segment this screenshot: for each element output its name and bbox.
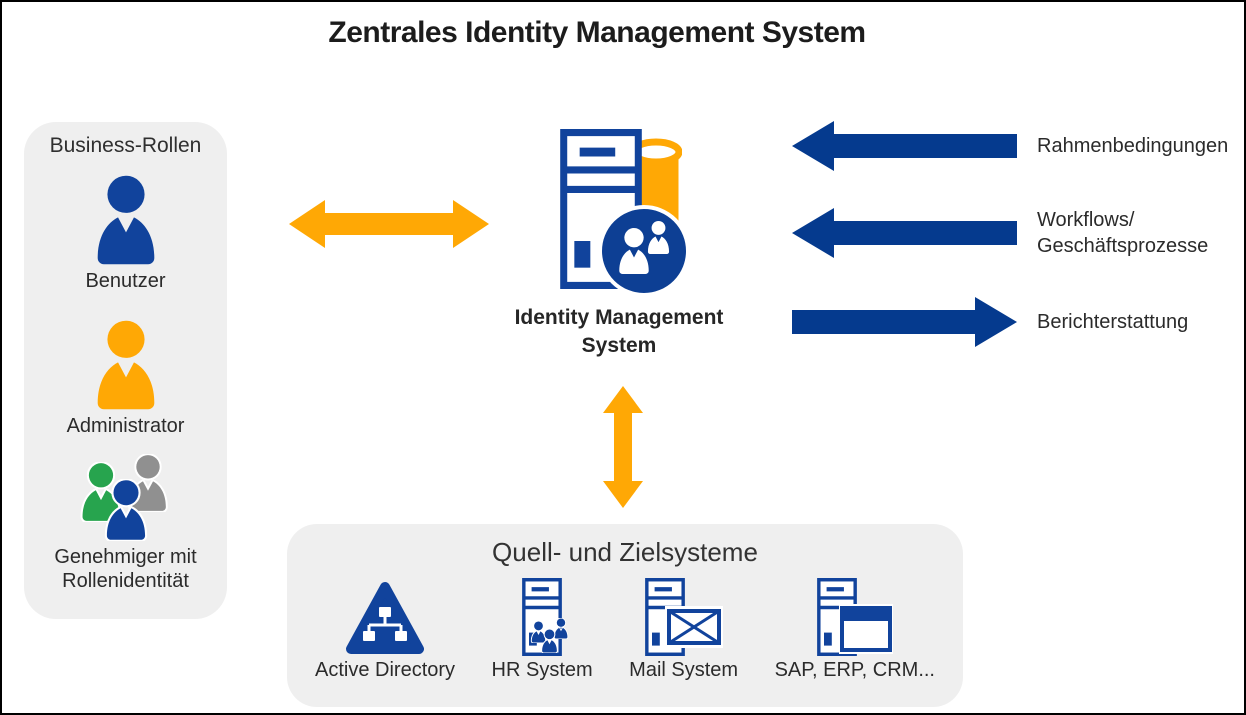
- system-label: HR System: [491, 659, 593, 681]
- system-label: SAP, ERP, CRM...: [774, 659, 935, 681]
- system-item-mail: Mail System: [629, 576, 738, 682]
- role-administrator: Administrator: [66, 319, 185, 438]
- system-item-sap-erp-crm: SAP, ERP, CRM...: [775, 576, 935, 682]
- role-benutzer: Benutzer: [81, 174, 171, 293]
- hr-people-icon: [530, 618, 569, 653]
- role-genehmiger: Genehmiger mit Rollenidentität: [36, 454, 216, 593]
- ims-label-line1: Identity Management: [514, 306, 724, 329]
- arrow-left-icon: [792, 208, 1017, 258]
- bidirectional-arrow-icon: [289, 200, 489, 248]
- user-icon: [81, 174, 171, 266]
- system-label: Active Directory: [315, 659, 456, 681]
- identity-users-circle-icon: [598, 205, 690, 297]
- page-title: Zentrales Identity Management System: [328, 16, 866, 49]
- business-roles-panel: Business-Rollen Benutzer Administrator G…: [24, 122, 227, 619]
- ims-label: Identity Management System: [464, 304, 774, 360]
- role-label: Genehmiger mit Rollenidentität: [54, 546, 197, 592]
- arrow-right-icon: [792, 297, 1017, 347]
- system-item-active-directory: Active Directory: [315, 576, 455, 682]
- ims-label-line2: System: [581, 334, 657, 357]
- app-window-icon: [838, 604, 893, 654]
- approver-group-icon: [70, 454, 168, 542]
- system-item-hr: HR System: [492, 576, 593, 682]
- arrow-left-icon: [792, 121, 1017, 171]
- admin-user-icon: [81, 319, 171, 411]
- systems-row: Active Directory HR System: [287, 576, 963, 682]
- bidirectional-vertical-arrow-icon: [603, 386, 643, 508]
- systems-title: Quell- und Zielsysteme: [492, 537, 758, 567]
- role-label: Benutzer: [85, 270, 166, 292]
- flow-label-workflows: Workflows/ Geschäftsprozesse: [1037, 207, 1208, 259]
- flow-label-line1: Workflows/: [1037, 209, 1135, 231]
- active-directory-icon: [346, 582, 425, 654]
- flow-label-berichterstattung: Berichterstattung: [1037, 311, 1189, 333]
- envelope-icon: [664, 606, 723, 648]
- system-label: Mail System: [629, 659, 739, 681]
- flow-label-rahmenbedingungen: Rahmenbedingungen: [1037, 135, 1229, 157]
- role-label: Administrator: [66, 415, 185, 437]
- flow-label-line2: Geschäftsprozesse: [1037, 235, 1209, 257]
- source-target-systems-panel: Quell- und Zielsysteme Active Directory: [287, 524, 963, 707]
- business-roles-title: Business-Rollen: [49, 134, 202, 157]
